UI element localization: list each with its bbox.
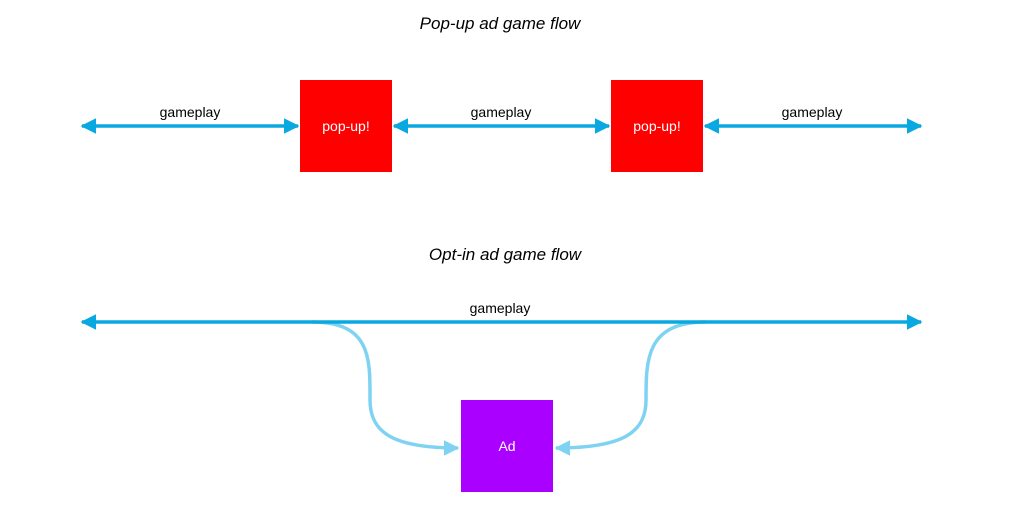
optin-gameplay-label: gameplay xyxy=(470,300,531,316)
ad-box xyxy=(461,400,553,492)
popup-flow-title: Pop-up ad game flow xyxy=(420,14,582,33)
popup-gameplay-label-2: gameplay xyxy=(471,104,532,120)
optin-branch-arrow-left xyxy=(311,320,460,456)
ad-box-label: Ad xyxy=(498,438,515,454)
optin-flow-title: Opt-in ad game flow xyxy=(429,245,583,264)
popup-box-label-1: pop-up! xyxy=(322,118,369,134)
popup-box-1 xyxy=(300,80,392,172)
popup-gameplay-label-1: gameplay xyxy=(160,104,221,120)
popup-gameplay-label-3: gameplay xyxy=(782,104,843,120)
popup-box-label-2: pop-up! xyxy=(633,118,680,134)
popup-box-2 xyxy=(611,80,703,172)
optin-branch-arrow-right xyxy=(554,320,707,456)
